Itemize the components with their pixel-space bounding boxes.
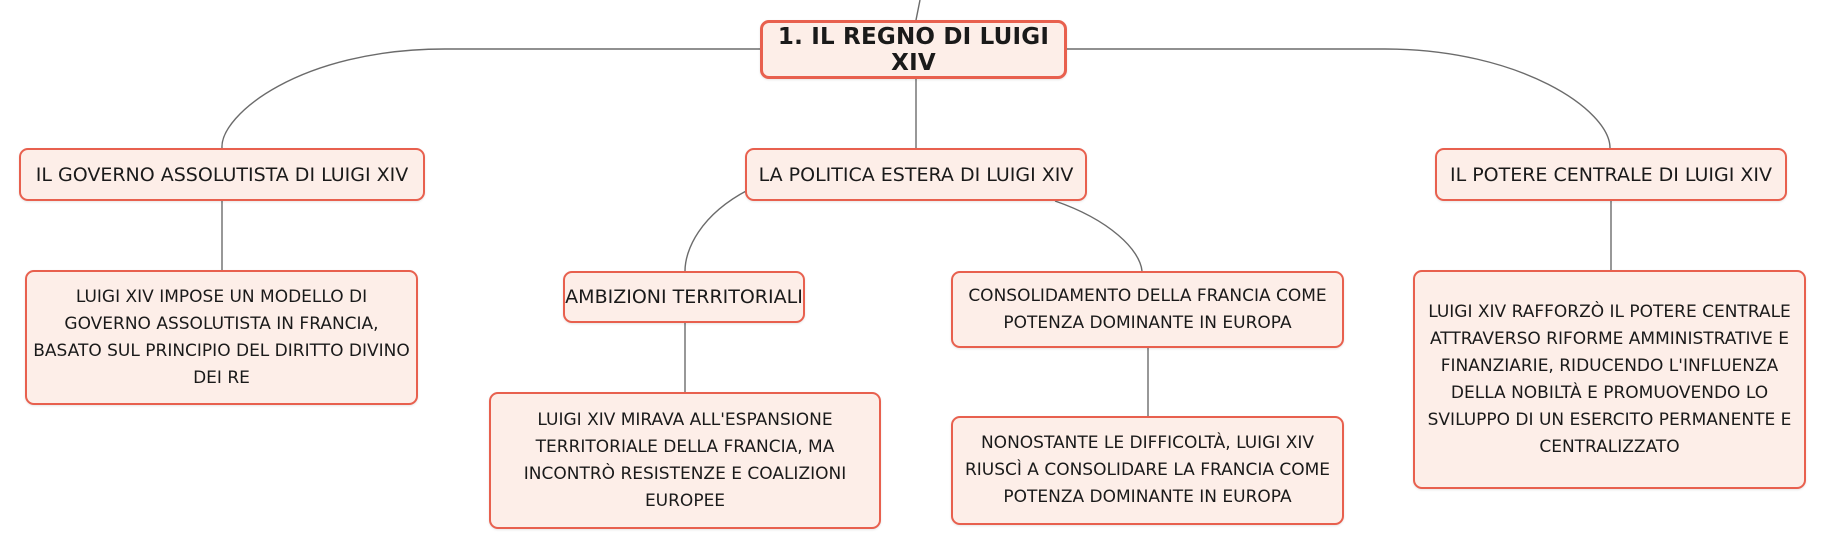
branch-potere-label: IL POTERE CENTRALE DI LUIGI XIV (1449, 163, 1773, 186)
subtopic-ambizioni-label: AMBIZIONI TERRITORIALI (565, 286, 803, 308)
detail-governo-text: LUIGI XIV IMPOSE UN MODELLO DI GOVERNO A… (33, 286, 410, 388)
detail-potere-text: LUIGI XIV RAFFORZÒ IL POTERE CENTRALE AT… (1427, 301, 1792, 457)
detail-ambizioni[interactable]: LUIGI XIV MIRAVA ALL'ESPANSIONE TERRITOR… (489, 392, 881, 529)
branch-governo-assolutista[interactable]: IL GOVERNO ASSOLUTISTA DI LUIGI XIV (19, 148, 425, 201)
branch-potere-centrale[interactable]: IL POTERE CENTRALE DI LUIGI XIV (1435, 148, 1787, 201)
subtopic-ambizioni-territoriali[interactable]: AMBIZIONI TERRITORIALI (563, 271, 805, 323)
detail-governo[interactable]: LUIGI XIV IMPOSE UN MODELLO DI GOVERNO A… (25, 270, 418, 405)
detail-consolidamento[interactable]: NONOSTANTE LE DIFFICOLTÀ, LUIGI XIV RIUS… (951, 416, 1344, 525)
root-topic-label: 1. IL REGNO DI LUIGI XIV (777, 23, 1050, 76)
subtopic-consolidamento[interactable]: CONSOLIDAMENTO DELLA FRANCIA COME POTENZ… (951, 271, 1344, 348)
detail-potere-centrale[interactable]: LUIGI XIV RAFFORZÒ IL POTERE CENTRALE AT… (1413, 270, 1806, 489)
branch-governo-label: IL GOVERNO ASSOLUTISTA DI LUIGI XIV (35, 163, 409, 186)
connector-politica-to-ambizioni (684, 189, 749, 272)
connector-root-to-potere (1067, 48, 1611, 149)
subtopic-consolidamento-label: CONSOLIDAMENTO DELLA FRANCIA COME POTENZ… (968, 285, 1327, 333)
detail-ambizioni-text: LUIGI XIV MIRAVA ALL'ESPANSIONE TERRITOR… (523, 409, 847, 511)
connector-politica-to-consolidamento (1054, 200, 1143, 272)
connector-parent-to-root (915, 0, 921, 21)
connector-root-to-governo (221, 48, 760, 149)
root-topic[interactable]: 1. IL REGNO DI LUIGI XIV (760, 20, 1067, 79)
detail-consolidamento-text: NONOSTANTE LE DIFFICOLTÀ, LUIGI XIV RIUS… (964, 433, 1331, 507)
branch-politica-label: LA POLITICA ESTERA DI LUIGI XIV (758, 163, 1074, 186)
branch-politica-estera[interactable]: LA POLITICA ESTERA DI LUIGI XIV (745, 148, 1087, 201)
